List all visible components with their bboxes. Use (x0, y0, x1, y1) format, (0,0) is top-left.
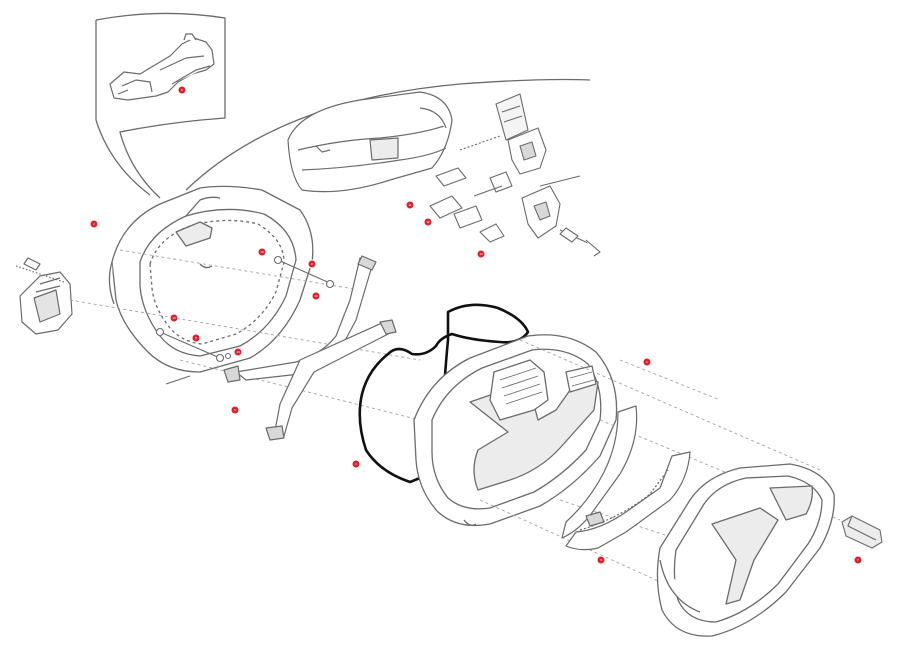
svg-text:3: 3 (600, 558, 602, 562)
outer-cover-part (656, 463, 835, 637)
inner-case-part (108, 185, 314, 373)
callout-10-mid: 10 (311, 291, 321, 301)
callout-4: 4 (351, 459, 361, 469)
callout-5: 5 (230, 405, 240, 415)
callout-1: 1 (642, 357, 652, 367)
callout-13: 13 (476, 249, 486, 259)
svg-text:10: 10 (260, 250, 264, 254)
svg-text:12: 12 (426, 220, 430, 224)
callout-8-left: 8 (191, 333, 201, 343)
svg-text:4: 4 (355, 462, 357, 466)
callout-12: 12 (423, 217, 433, 227)
callout-10-top: 10 (257, 247, 267, 257)
svg-text:5: 5 (234, 408, 236, 412)
svg-text:10: 10 (314, 294, 318, 298)
callout-10-left: 10 (169, 313, 179, 323)
svg-text:7: 7 (857, 558, 859, 562)
top-case-part (287, 91, 453, 193)
strap-part (223, 255, 397, 441)
outer-shell-part (413, 334, 618, 527)
svg-text:11: 11 (408, 203, 411, 207)
callout-10-bottom: 10 (233, 347, 243, 357)
svg-text:8: 8 (311, 262, 313, 266)
inset-bracket-part (109, 33, 215, 101)
trim-part (561, 405, 691, 551)
callout-2: 2 (89, 219, 99, 229)
lock-hardware (429, 93, 601, 257)
explode-axis-left (69, 249, 421, 421)
callout-3: 3 (596, 555, 606, 565)
svg-text:10: 10 (236, 350, 240, 354)
svg-text:8: 8 (195, 336, 197, 340)
svg-text:2: 2 (93, 222, 95, 226)
svg-text:13: 13 (479, 252, 483, 256)
svg-text:6: 6 (181, 88, 183, 92)
svg-text:1: 1 (646, 360, 648, 364)
callout-11: 11 (405, 200, 415, 210)
callout-7: 7 (853, 555, 863, 565)
inset-frame (95, 12, 591, 199)
svg-text:10: 10 (172, 316, 176, 320)
callout-8-top: 8 (307, 259, 317, 269)
mount-bracket (15, 257, 73, 335)
callout-6: 6 (177, 85, 187, 95)
end-cap-part (841, 515, 883, 549)
